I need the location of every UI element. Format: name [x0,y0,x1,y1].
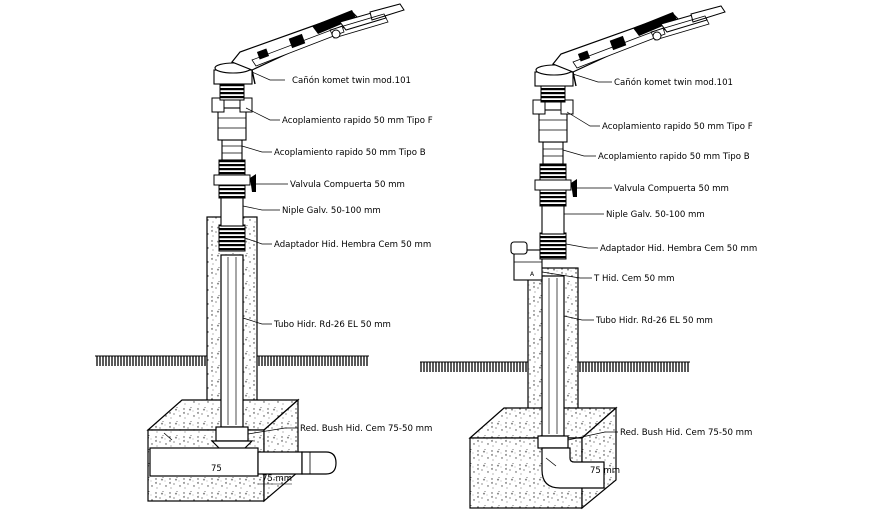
left-label-canon: Cañón komet twin mod.101 [292,75,411,86]
right-label-canon: Cañón komet twin mod.101 [614,77,733,88]
right-label-tubo: Tubo Hidr. Rd-26 EL 50 mm [595,316,713,326]
right-label-acople-b: Acoplamiento rapido 50 mm Tipo B [598,152,750,162]
right-ground-hatch-a [420,362,528,372]
left-label-acople-b: Acoplamiento rapido 50 mm Tipo B [274,148,426,158]
right-label-adaptador: Adaptador Hid. Hembra Cem 50 mm [600,244,757,254]
right-ground-hatch-b [578,362,690,372]
left-reducer [215,426,249,442]
left-label-acople-f: Acoplamiento rapido 50 mm Tipo F [282,116,433,126]
left-dim-75: 75 [211,464,222,474]
right-assembly: 75 mm A [420,5,757,510]
left-niple [220,195,244,227]
left-label-adaptador: Adaptador Hid. Hembra Cem 50 mm [274,240,431,250]
left-coupler-f [217,107,247,141]
left-cannon [231,3,405,85]
left-ground-hatch-a [95,356,207,366]
left-horizontal-pipe [149,447,259,477]
left-tube [220,254,244,428]
right-label-tee: T Hid. Cem 50 mm [593,274,675,284]
right-label-valvula: Valvula Compuerta 50 mm [614,184,729,194]
left-assembly: 75 75 mm [95,3,433,503]
left-coupler-b [221,139,243,161]
right-reducer [537,435,569,449]
left-dim-75mm: 75 mm [262,474,292,484]
right-label-acople-f: Acoplamiento rapido 50 mm Tipo F [602,122,753,132]
right-coupler-f [538,109,568,143]
right-adapter [539,232,567,260]
left-label-tubo: Tubo Hidr. Rd-26 EL 50 mm [273,320,391,330]
right-label-reduccion: Red. Bush Hid. Cem 75-50 mm [620,428,752,438]
right-niple [541,203,565,235]
right-tube [541,275,565,437]
left-adapter [218,224,246,252]
left-label-valvula: Valvula Compuerta 50 mm [290,180,405,190]
left-label-niple: Niple Galv. 50-100 mm [282,206,381,216]
right-cannon [552,5,726,87]
left-pipe-cap [301,451,337,475]
left-valve-handle [250,174,256,192]
right-tee [513,249,543,281]
left-label-reduccion: Red. Bush Hid. Cem 75-50 mm [300,424,432,434]
svg-text:A: A [530,271,535,278]
right-dim-75mm: 75 mm [590,466,620,476]
right-valve-handle [571,179,577,197]
right-coupler-b [542,141,564,165]
left-ground-hatch-b [257,356,369,366]
right-label-niple: Niple Galv. 50-100 mm [606,210,705,220]
